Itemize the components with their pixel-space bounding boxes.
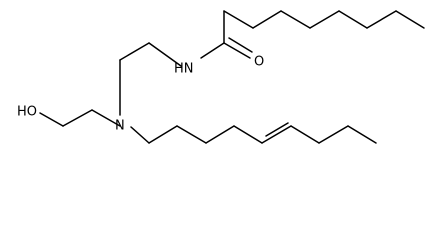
atom-label-n-amine: N [115, 119, 125, 134]
bond-c7-c6 [366, 10, 397, 29]
bond-c3-c2 [252, 10, 282, 29]
bond-ch2h-ch [233, 125, 263, 144]
atom-label-o-amide: O [254, 55, 264, 70]
bond-ch-ch2i [290, 125, 320, 144]
bond-c2-c1 [223, 10, 254, 29]
bond-c6-c5 [338, 10, 368, 29]
bond-n-ch2e [130, 126, 150, 144]
bond-c5-c4 [309, 10, 340, 29]
bond-alkene [261, 125, 292, 144]
chemical-structure: O HN N HO [17, 10, 425, 144]
bond-c8-c7 [395, 10, 425, 29]
atom-label-ho-hydroxyl: HO [17, 105, 37, 120]
atom-label-nh-amide: HN [174, 62, 194, 77]
bond-ch2j-ch3 [347, 125, 377, 144]
bond-ch2f-ch2g [176, 125, 207, 144]
bond-ch2a-ch2b [119, 42, 150, 61]
bond-ch2d-o [39, 112, 64, 127]
bond-ch2i-ch2j [318, 125, 349, 144]
bond-carbonyl-n [200, 42, 225, 59]
bond-ch2g-ch2h [205, 125, 235, 144]
bond-c4-c3 [280, 10, 311, 29]
bond-nh-ch2a [148, 42, 182, 67]
bond-ch2c-ch2d [62, 109, 93, 127]
bond-alkene-double [265, 122, 289, 137]
bond-ch2e-ch2f [148, 125, 178, 144]
bond-carbonyl-o-double [228, 37, 253, 53]
bond-n-ch2c [91, 109, 121, 127]
bond-carbonyl-o [223, 42, 251, 59]
